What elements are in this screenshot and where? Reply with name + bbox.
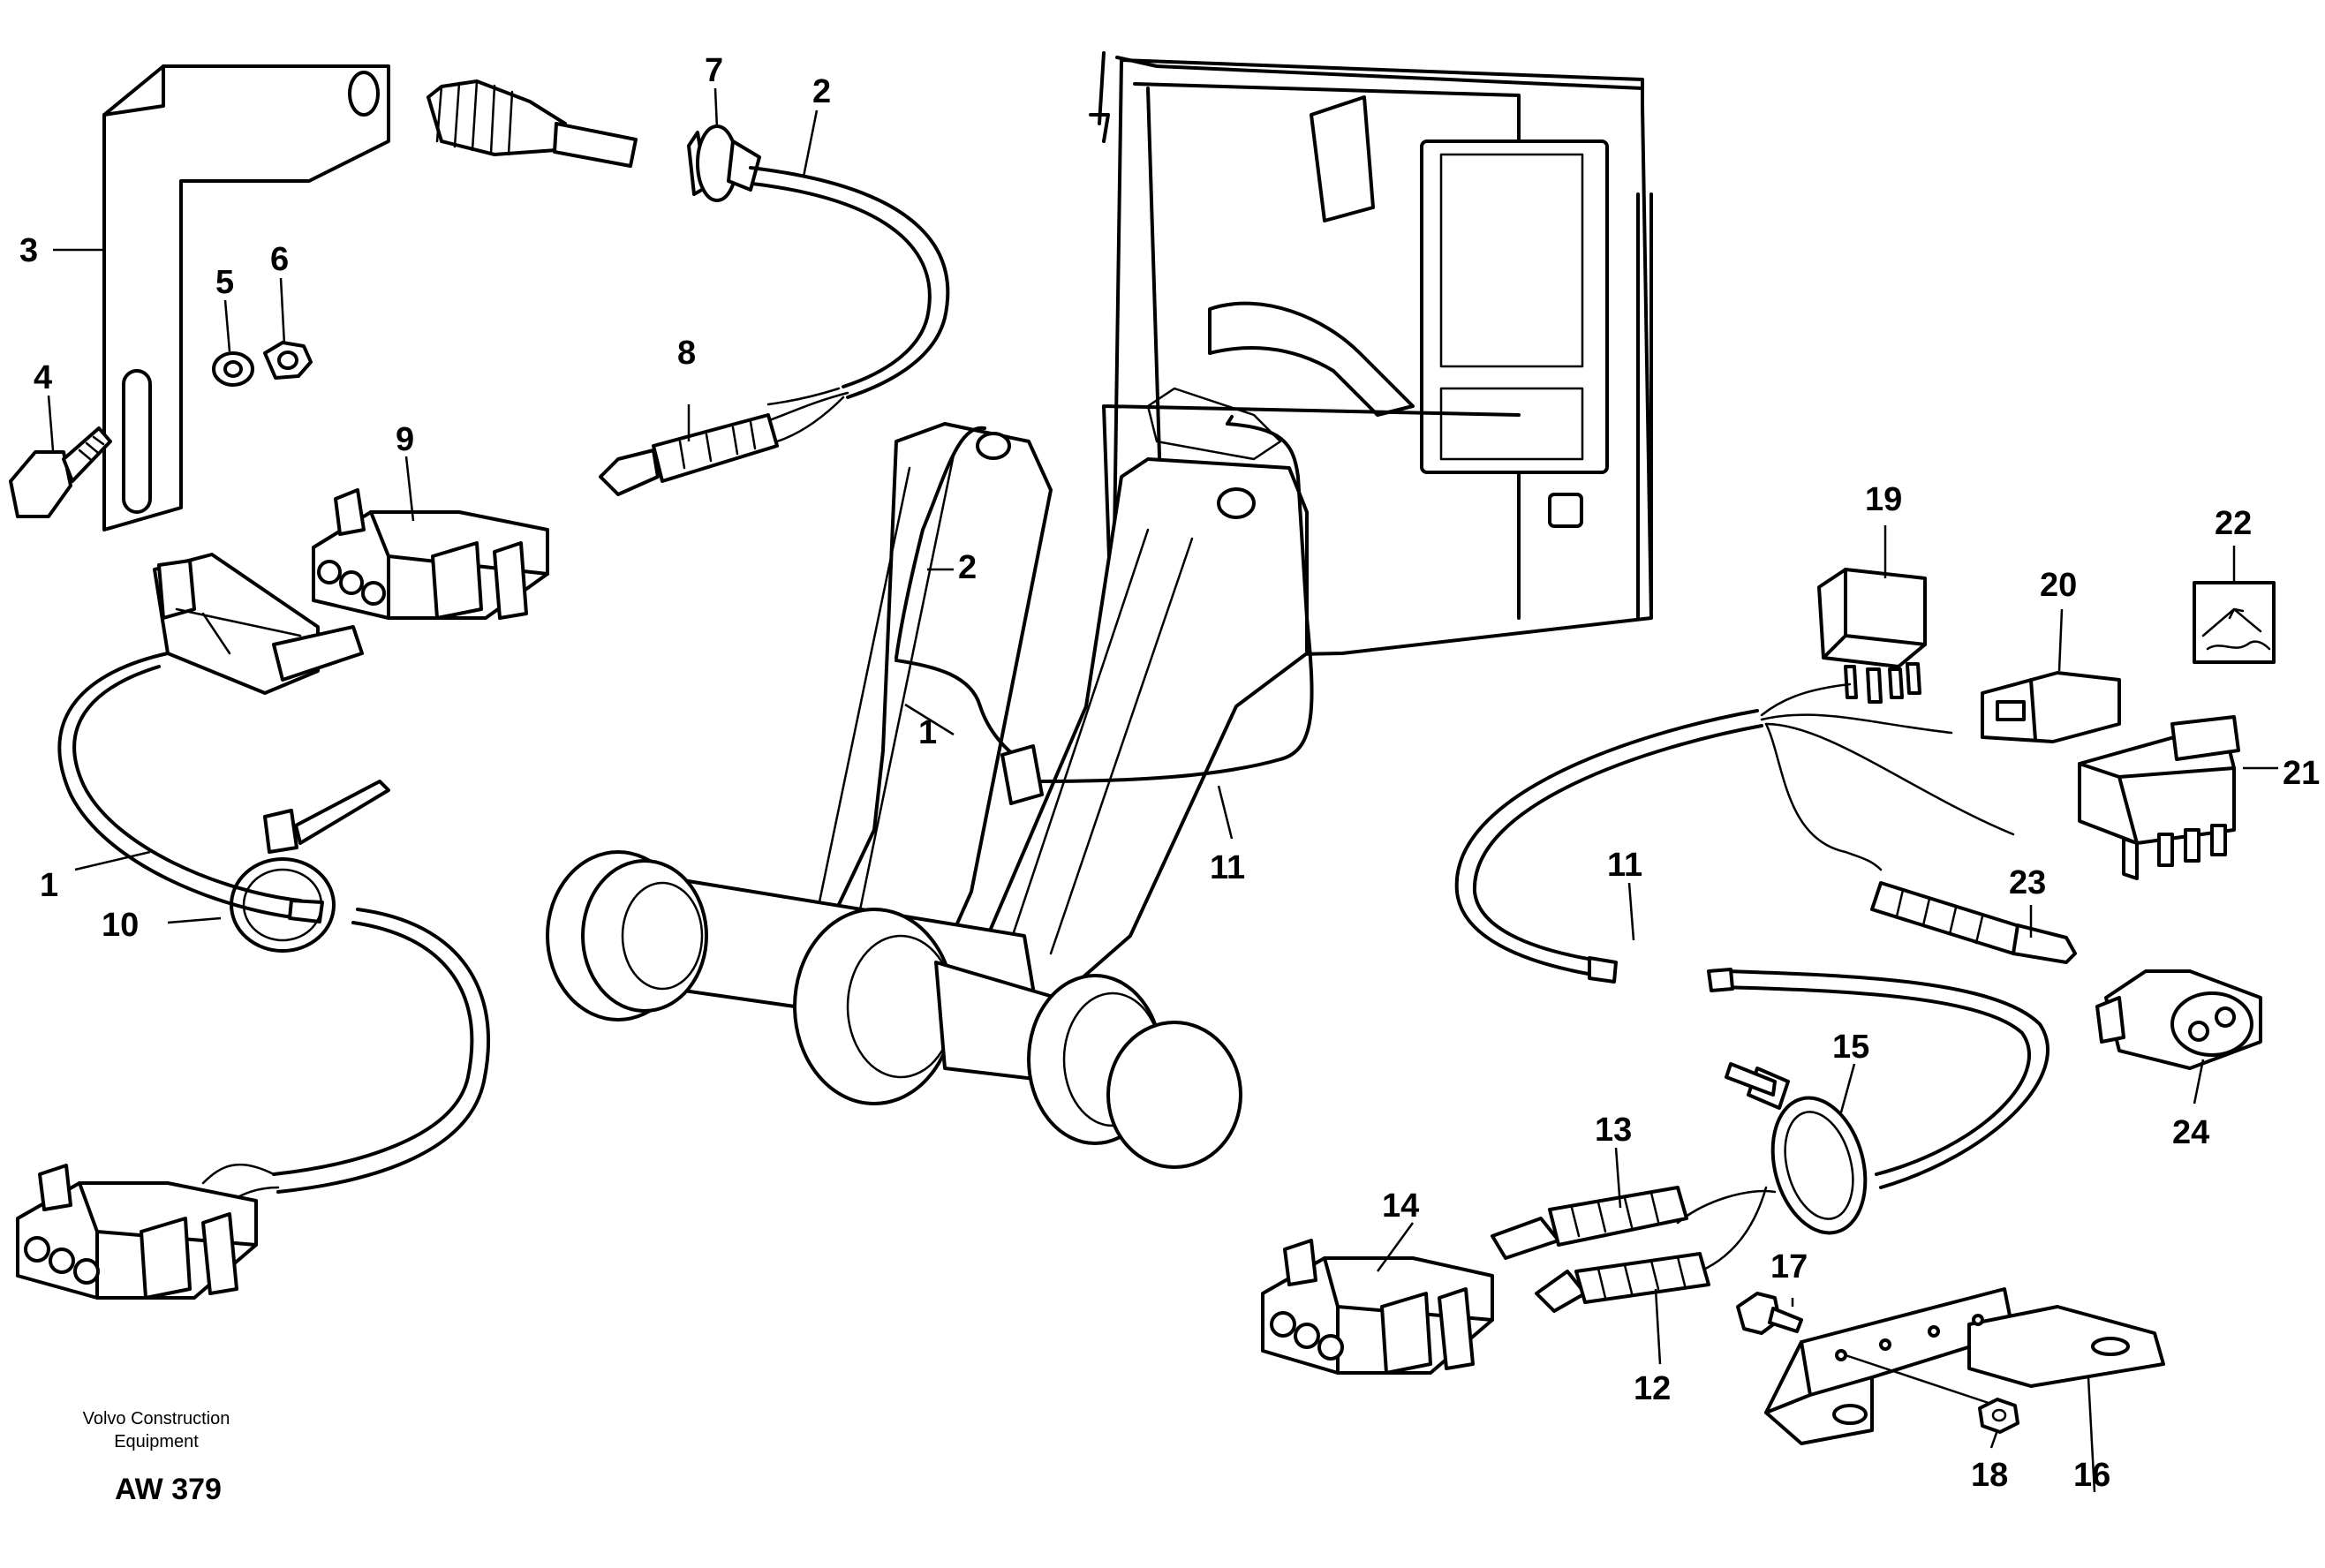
callout-4: 4 (34, 359, 52, 396)
cable-tie-part (230, 780, 390, 953)
callout-17: 17 (1770, 1248, 1808, 1285)
callout-20: 20 (2040, 567, 2077, 604)
callout-14: 14 (1382, 1187, 1419, 1225)
callout-3: 3 (19, 232, 38, 269)
callout-13: 13 (1595, 1112, 1632, 1149)
callout-6: 6 (270, 241, 289, 278)
relay-part (1817, 568, 1927, 704)
bracket-part (1764, 1287, 2165, 1445)
callout-24: 24 (2172, 1114, 2209, 1151)
callout-2: 2 (812, 73, 831, 110)
terminal-part (599, 413, 779, 496)
cable-part (57, 652, 491, 1211)
callout-10: 10 (102, 907, 139, 944)
connector-part (312, 488, 549, 620)
callout-21: 21 (2283, 755, 2320, 792)
callout-1: 1 (40, 867, 58, 904)
callout-18: 18 (1971, 1457, 2008, 1494)
callout-19: 19 (1865, 481, 1902, 518)
callout-1: 1 (918, 714, 937, 751)
callout-9: 9 (396, 421, 414, 458)
terminal-part (1491, 1186, 1688, 1260)
footer: Volvo Construction Equipment AW 379 (83, 1409, 230, 1506)
callout-2: 2 (958, 549, 977, 586)
diagram-code: AW 379 (115, 1473, 222, 1506)
terminal-part (1870, 881, 2077, 964)
cable-part (1454, 682, 2049, 1189)
connector-part (2095, 969, 2262, 1070)
callout-15: 15 (1832, 1029, 1869, 1066)
brand-line-2: Equipment (114, 1432, 199, 1451)
nut-part (1978, 1398, 2019, 1434)
nut-part (263, 341, 313, 380)
washer-part (212, 351, 254, 387)
connector-part (1981, 671, 2121, 743)
screw-part (1736, 1292, 1803, 1335)
bolt-part (9, 426, 112, 518)
cable-tie-part (1725, 1062, 1868, 1235)
connector-part (16, 1164, 258, 1300)
callout-22: 22 (2215, 505, 2252, 542)
callout-7: 7 (705, 52, 723, 89)
callout-16: 16 (2073, 1457, 2110, 1494)
sensor-part (427, 79, 638, 168)
leader-lines (47, 87, 2278, 1493)
callout-23: 23 (2009, 864, 2046, 901)
cable-part (895, 415, 1314, 805)
callout-5: 5 (215, 264, 234, 301)
bracket-part (102, 64, 390, 531)
callout-numbers: 3 4 5 6 7 2 8 9 1 10 2 1 11 11 19 20 22 … (19, 52, 2320, 1494)
terminal-part (1535, 1252, 1710, 1313)
grommet-part (687, 124, 761, 202)
callout-12: 12 (1634, 1370, 1671, 1407)
decal-part (2193, 581, 2276, 664)
cable-part (749, 166, 950, 443)
callout-11: 11 (1607, 847, 1642, 884)
axle-illustration (546, 850, 1242, 1169)
callout-11: 11 (1210, 849, 1245, 886)
switch-part (2078, 715, 2240, 880)
brand-line-1: Volvo Construction (83, 1409, 230, 1429)
callout-8: 8 (677, 335, 696, 372)
connector-part (1261, 1239, 1494, 1375)
